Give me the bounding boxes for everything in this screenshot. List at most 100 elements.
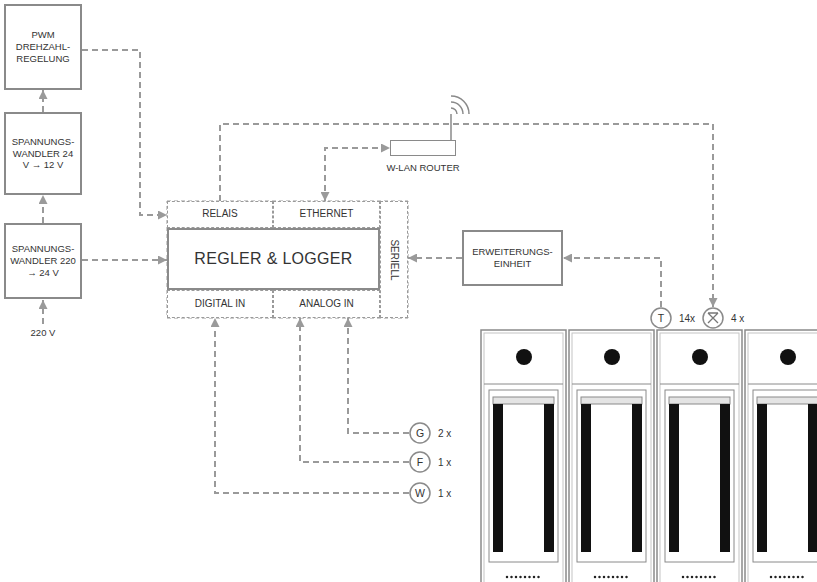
box-label: RELAIS xyxy=(171,208,269,221)
mains-feed-line xyxy=(42,300,44,324)
text-holder: PWM DREHZAHL- REGELUNG xyxy=(6,26,80,68)
text-holder: RELAIS xyxy=(168,205,272,224)
box-label: SPANNUNGS- WANDLER 220 → 24 V xyxy=(9,243,77,279)
box-label: ETHERNET xyxy=(277,208,376,221)
sensor-ring xyxy=(410,452,430,472)
cabinet-lamp xyxy=(516,349,532,365)
dashed-connector xyxy=(563,258,661,307)
box-label: REGLER & LOGGER xyxy=(172,249,375,269)
dashed-connector xyxy=(300,318,409,462)
dashed-connector xyxy=(325,148,390,201)
cabinet-inner-edge xyxy=(484,333,563,582)
port-box: ANALOG IN xyxy=(273,290,380,318)
control-box: PWM DREHZAHL- REGELUNG xyxy=(4,4,82,90)
door-rail xyxy=(669,404,679,552)
count-label: 2 x xyxy=(438,428,451,439)
dashed-connector xyxy=(348,318,409,433)
fan-circle: 4 x xyxy=(702,307,724,329)
cabinet xyxy=(657,330,742,582)
cabinet-door xyxy=(577,390,646,562)
sensor-letter: F xyxy=(409,451,431,473)
sensor-circle: W1 x xyxy=(409,482,431,504)
cabinet-lamp xyxy=(604,349,620,365)
count-label: 1 x xyxy=(438,457,451,468)
sensor-letter: W xyxy=(409,482,431,504)
controller-housing xyxy=(167,201,408,318)
vent-dots xyxy=(595,576,631,579)
circle-outline xyxy=(702,307,724,329)
dashed-connector xyxy=(82,50,167,215)
port-label: SERIELL xyxy=(389,239,400,280)
door-rail xyxy=(581,404,591,552)
router-box: W-LAN ROUTER xyxy=(390,140,456,156)
cabinet xyxy=(481,330,566,582)
dashed-connector xyxy=(42,195,44,223)
cabinet-inner-edge xyxy=(660,333,739,582)
sensor-ring xyxy=(410,423,430,443)
box-label: PWM DREHZAHL- REGELUNG xyxy=(9,29,77,65)
door-rail xyxy=(808,404,817,552)
sensor-circle: T14x xyxy=(650,307,672,329)
door-top-band xyxy=(669,397,730,404)
cabinet-body xyxy=(745,330,817,582)
converter-box: SPANNUNGS- WANDLER 24 V → 12 V xyxy=(4,112,82,195)
sensor-ring xyxy=(410,483,430,503)
cabinet-door xyxy=(665,390,734,562)
dashed-connector xyxy=(215,318,409,493)
cabinet-divider xyxy=(572,384,651,385)
vent-dots xyxy=(771,576,807,579)
box-label: SPANNUNGS- WANDLER 24 V → 12 V xyxy=(9,136,77,172)
vent-dots xyxy=(507,576,543,579)
wifi-wave xyxy=(451,102,463,114)
cabinet-divider xyxy=(660,384,739,385)
door-rail xyxy=(757,404,767,552)
door-rail xyxy=(493,404,503,552)
text-holder: REGLER & LOGGER xyxy=(169,246,378,272)
text-holder: SPANNUNGS- WANDLER 220 → 24 V xyxy=(6,240,80,282)
dashed-connector xyxy=(82,259,167,261)
box-label: ERWEITERUNGS- EINHEIT xyxy=(467,246,558,270)
dashed-connector xyxy=(42,90,44,112)
router-antenna xyxy=(451,96,469,140)
cabinet-inner-edge xyxy=(748,333,817,582)
port-box: RELAIS xyxy=(167,201,273,228)
sensor-ring xyxy=(703,308,723,328)
dashed-connector xyxy=(408,257,462,259)
sensor-ring xyxy=(651,308,671,328)
sensor-circle: F1 x xyxy=(409,451,431,473)
cabinet-divider xyxy=(748,384,817,385)
sensor-letter: T xyxy=(650,307,672,329)
device-label: W-LAN ROUTER xyxy=(386,162,459,173)
door-rail xyxy=(632,404,642,552)
cabinet-body xyxy=(481,330,566,582)
extension-box: ERWEITERUNGS- EINHEIT xyxy=(462,230,563,286)
converter-box: SPANNUNGS- WANDLER 220 → 24 V xyxy=(4,223,82,299)
port-box: ETHERNET xyxy=(273,201,380,228)
cabinet xyxy=(745,330,817,582)
text-holder: ANALOG IN xyxy=(274,295,379,314)
door-rail xyxy=(544,404,554,552)
cabinet-body xyxy=(657,330,742,582)
door-top-band xyxy=(581,397,642,404)
door-rail xyxy=(720,404,730,552)
sensor-letter: G xyxy=(409,422,431,444)
sensor-circle: G2 x xyxy=(409,422,431,444)
cabinet-lamp xyxy=(780,349,796,365)
text-holder: ETHERNET xyxy=(274,205,379,224)
count-label: 14x xyxy=(679,313,695,324)
cabinet-inner-edge xyxy=(572,333,651,582)
box-label: DIGITAL IN xyxy=(171,298,269,311)
cabinet-lamp xyxy=(692,349,708,365)
door-top-band xyxy=(757,397,817,404)
fan-symbol xyxy=(708,313,718,323)
count-label: 4 x xyxy=(731,313,744,324)
port-box: SERIELL xyxy=(380,201,408,318)
antenna-rod xyxy=(450,114,452,140)
text-holder: SPANNUNGS- WANDLER 24 V → 12 V xyxy=(6,133,80,175)
text-holder: DIGITAL IN xyxy=(168,295,272,314)
cabinet-body xyxy=(569,330,654,582)
port-box: DIGITAL IN xyxy=(167,290,273,318)
